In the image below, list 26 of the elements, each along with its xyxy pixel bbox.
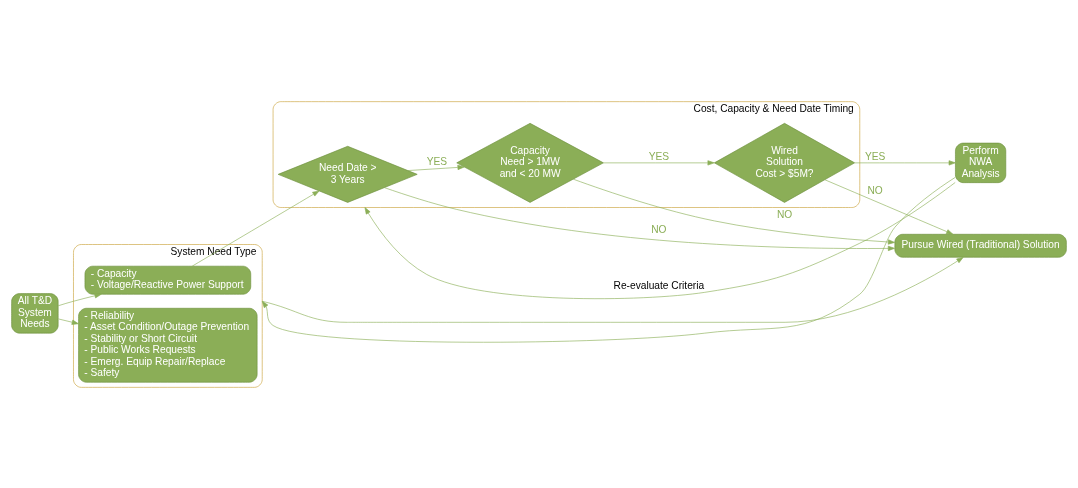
edge-label: YES (426, 155, 448, 167)
arrow (572, 178, 895, 245)
arrow (407, 164, 465, 171)
edge-label: NO (651, 223, 667, 235)
arrow (854, 159, 956, 165)
arrow (58, 292, 102, 306)
arrow (261, 256, 964, 323)
arrow (58, 318, 79, 325)
node-box: Perform NWA Analysis (955, 142, 1007, 183)
arrow (261, 176, 956, 343)
node-box: - Reliability - Asset Condition/Outage Prevention - Stability or Short Circuit - Public Works Requests - Emerg. Equip Repair/Replace - Safety (78, 307, 258, 383)
edge-label: Re-evaluate Criteria (613, 279, 705, 291)
arrow (191, 190, 320, 266)
node-diamond: Need Date > 3 Years (277, 145, 418, 203)
node-box: Pursue Wired (Traditional) Solution (894, 233, 1067, 258)
arrow (384, 186, 895, 251)
edge-label: YES (648, 150, 670, 162)
edge-label: NO (776, 208, 793, 220)
arrow (824, 178, 954, 235)
node-diamond: Wired Solution Cost > $5M? (714, 122, 855, 203)
node-box: - Capacity - Voltage/Reactive Power Support (84, 265, 252, 295)
arrow (603, 159, 715, 165)
node-box: All T&D System Needs (11, 292, 59, 333)
edge-label: NO (867, 184, 883, 196)
edge-label: YES (864, 150, 886, 162)
arrow (364, 181, 956, 299)
